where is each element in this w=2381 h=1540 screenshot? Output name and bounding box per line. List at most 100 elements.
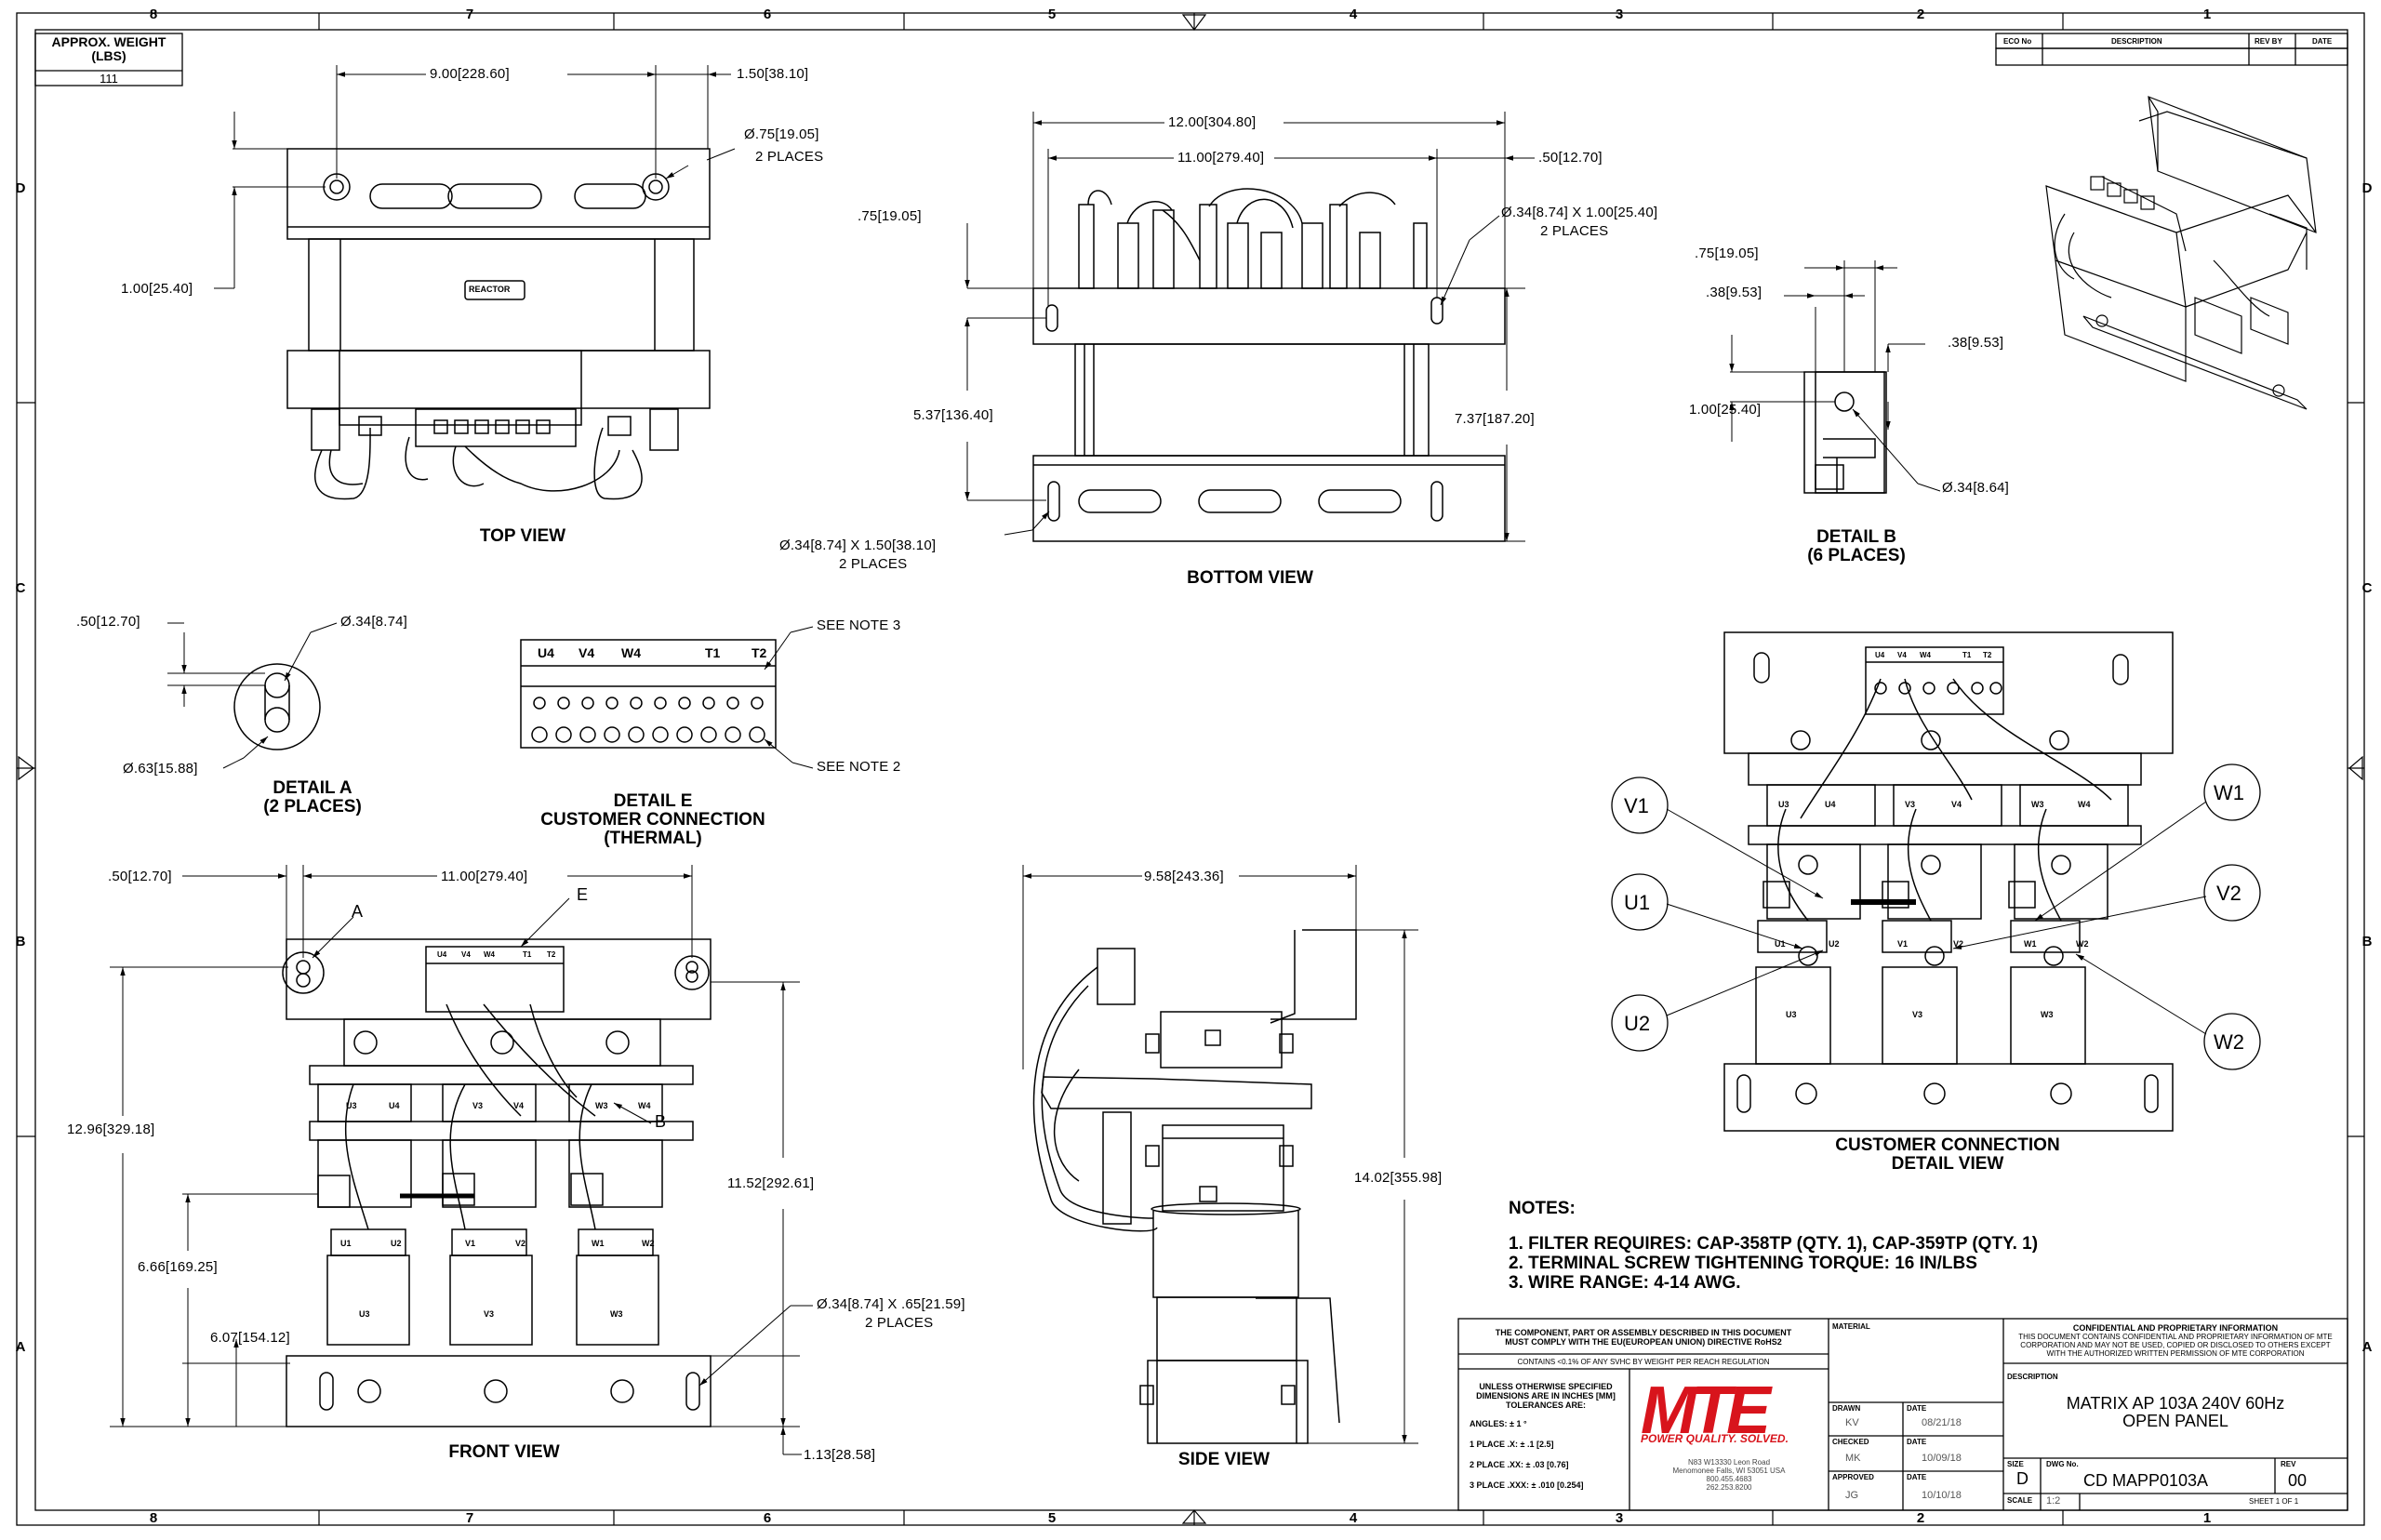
weight-label-line2: (LBS): [91, 48, 126, 63]
approved-date-label: DATE: [1907, 1473, 1927, 1481]
zone-label-3-bottom: 3: [1615, 1510, 1624, 1526]
detail-e-note3: SEE NOTE 3: [817, 617, 901, 633]
address-line3: 800.455.4683: [1706, 1475, 1752, 1483]
front-view-dim-bottom: 1.13[28.58]: [804, 1447, 876, 1463]
zone-label-5: 5: [1047, 7, 1057, 22]
zone-label-7-bottom: 7: [465, 1510, 474, 1526]
zone-label-6-bottom: 6: [763, 1510, 772, 1526]
cust-coil-mid-w1: W1: [2024, 939, 2037, 949]
zone-label-5-bottom: 5: [1047, 1510, 1057, 1526]
front-coil-v1: V1: [465, 1239, 476, 1248]
tolerance-block: UNLESS OTHERWISE SPECIFIED DIMENSIONS AR…: [1464, 1382, 1628, 1410]
cust-coil-bot-v3: V3: [1912, 1010, 1923, 1019]
zone-label-c: C: [15, 580, 26, 596]
weight-label-line1: APPROX. WEIGHT: [51, 34, 166, 49]
rev-table-eco: ECO No: [2003, 37, 2032, 46]
cust-coil-mid-u2: U2: [1829, 939, 1840, 949]
side-view-dim-width: 9.58[243.36]: [1144, 869, 1224, 884]
confidential-title: CONFIDENTIAL AND PROPRIETARY INFORMATION: [2072, 1323, 2279, 1333]
zone-label-1-bottom: 1: [2202, 1510, 2212, 1526]
detail-a-hole-small: Ø.34[8.74]: [340, 614, 408, 630]
cust-thermal-t2: T2: [1983, 651, 1992, 659]
front-view-dim-mid-height: 11.52[292.61]: [727, 1175, 815, 1191]
bubble-w2: W2: [2214, 1030, 2244, 1054]
top-view-hole-callout: Ø.75[19.05]: [744, 126, 819, 142]
tolerance-line1: UNLESS OTHERWISE SPECIFIED: [1479, 1382, 1613, 1391]
top-view-dim-height: 1.00[25.40]: [121, 281, 193, 297]
address-line1: N83 W13330 Leon Road: [1687, 1458, 1771, 1467]
tolerance-angles: ANGLES: ± 1 °: [1470, 1419, 1527, 1428]
drawn-date-label: DATE: [1907, 1404, 1927, 1413]
detail-a-title-line2: (2 PLACES): [263, 797, 362, 816]
bottom-view-slot2-places: 2 PLACES: [839, 556, 908, 572]
zone-label-d: D: [15, 180, 26, 196]
front-view-label-a: A: [352, 902, 364, 921]
note-item-1: 1. FILTER REQUIRES: CAP-358TP (QTY. 1), …: [1509, 1234, 2039, 1254]
description-line1: MATRIX AP 103A 240V 60Hz: [2066, 1394, 2285, 1413]
rev-table-description: DESCRIPTION: [2111, 37, 2162, 46]
cust-coil-bot-w3: W3: [2041, 1010, 2054, 1019]
front-view-dim-width: 11.00[279.40]: [441, 869, 528, 884]
bottom-view-slot2-callout: Ø.34[8.74] X 1.50[38.10]: [779, 538, 937, 553]
description-line2: OPEN PANEL: [2122, 1412, 2228, 1430]
cust-coil-top-w3: W3: [2031, 800, 2044, 809]
sheet-number: SHEET 1 OF 1: [2249, 1497, 2299, 1506]
drawing-revision: 00: [2288, 1471, 2308, 1490]
drawn-date: 08/21/18: [1922, 1417, 1962, 1428]
mte-address: N83 W13330 Leon Road Menomonee Falls, WI…: [1629, 1458, 1829, 1492]
confidential-block: CONFIDENTIAL AND PROPRIETARY INFORMATION…: [2003, 1323, 2348, 1359]
detail-a-hole-large: Ø.63[15.88]: [123, 761, 198, 777]
bottom-view-dim-overall: 12.00[304.80]: [1168, 114, 1257, 130]
bottom-view-slot-callout: Ø.34[8.74] X 1.00[25.40]: [1501, 205, 1658, 220]
front-view-dim-overall-height: 12.96[329.18]: [67, 1122, 155, 1137]
tolerance-3place: 3 PLACE .XXX: ± .010 [0.254]: [1470, 1480, 1584, 1490]
note-item-3: 3. WIRE RANGE: 4-14 AWG.: [1509, 1273, 1741, 1293]
address-line4: 262.253.8200: [1706, 1483, 1752, 1492]
front-coil-v2: V2: [515, 1239, 526, 1248]
bottom-view-dim-right: .50[12.70]: [1538, 150, 1603, 166]
bubble-u2: U2: [1624, 1012, 1651, 1035]
detail-e-title-line2: CUSTOMER CONNECTION: [540, 810, 765, 830]
detail-e-terminal-t1: T1: [705, 645, 721, 660]
detail-b-dim-c: .38[9.53]: [1948, 335, 2004, 351]
detail-e-terminal-w4: W4: [621, 645, 641, 660]
side-view-dim-height: 14.02[355.98]: [1354, 1170, 1443, 1186]
front-coil-w2: W2: [642, 1239, 655, 1248]
tolerance-line3: TOLERANCES ARE:: [1505, 1401, 1586, 1410]
cust-coil-top-w4: W4: [2078, 800, 2091, 809]
rev-table-revby: REV BY: [2255, 37, 2282, 46]
zone-label-4: 4: [1349, 7, 1358, 22]
reach-statement: CONTAINS <0.1% OF ANY SVHC BY WEIGHT PER…: [1517, 1358, 1770, 1366]
tolerance-1place: 1 PLACE .X: ± .1 [2.5]: [1470, 1440, 1554, 1449]
bubble-v1: V1: [1624, 794, 1649, 817]
zone-label-1: 1: [2202, 7, 2212, 22]
zone-label-b-right: B: [2361, 934, 2373, 949]
front-coil-w3-top: W3: [595, 1101, 608, 1110]
front-coil-u2: U2: [391, 1239, 402, 1248]
detail-b-dim-b: .38[9.53]: [1706, 285, 1762, 300]
top-view-title: TOP VIEW: [479, 526, 566, 546]
notes-header: NOTES:: [1509, 1199, 1576, 1218]
bubble-u1: U1: [1624, 891, 1651, 914]
checked-date: 10/09/18: [1922, 1453, 1962, 1464]
detail-b-dim-d: 1.00[25.40]: [1689, 402, 1762, 418]
rev-table-date: DATE: [2312, 37, 2333, 46]
bubble-v2: V2: [2216, 882, 2241, 905]
bottom-view-dim-left-top: .75[19.05]: [858, 208, 922, 224]
cust-coil-mid-u1: U1: [1775, 939, 1786, 949]
confidential-line1: THIS DOCUMENT CONTAINS CONFIDENTIAL AND …: [2018, 1333, 2333, 1341]
tolerance-line2: DIMENSIONS ARE IN INCHES [MM]: [1476, 1391, 1616, 1401]
front-view-title: FRONT VIEW: [448, 1442, 560, 1462]
cust-thermal-v4: V4: [1897, 651, 1907, 659]
front-view-dim-left: .50[12.70]: [108, 869, 172, 884]
front-view-label-e: E: [577, 885, 589, 904]
detail-e-title-line3: (THERMAL): [604, 829, 702, 848]
cust-coil-mid-v2: V2: [1953, 939, 1964, 949]
front-coil-w3-bottom: W3: [610, 1309, 623, 1319]
top-view-hole-places: 2 PLACES: [755, 149, 824, 165]
weight-label: APPROX. WEIGHT (LBS): [35, 35, 182, 63]
customer-view-title: CUSTOMER CONNECTION DETAIL VIEW: [1808, 1136, 2087, 1174]
front-coil-u3-bottom: U3: [359, 1309, 370, 1319]
drawing-scale: 1:2: [2046, 1495, 2061, 1507]
